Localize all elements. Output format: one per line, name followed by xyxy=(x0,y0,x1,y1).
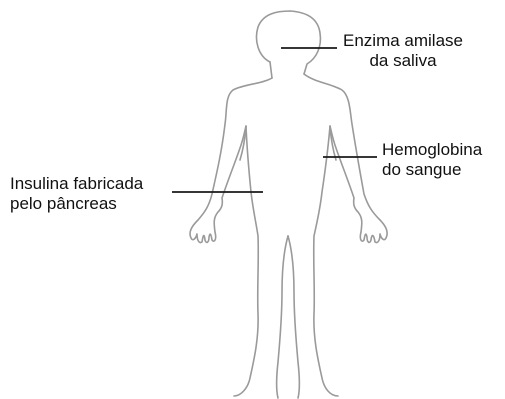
label-enzyme-line2: da saliva xyxy=(343,51,463,71)
left-body-side xyxy=(190,78,272,396)
head-outline xyxy=(257,11,321,74)
left-inner-leg xyxy=(277,236,289,398)
right-inner-leg xyxy=(288,236,300,398)
label-hemoglobin-line2: do sangue xyxy=(382,160,482,180)
label-enzyme-line1: Enzima amilase xyxy=(343,31,463,51)
neck-left xyxy=(270,62,272,78)
label-insulin-line1: Insulina fabricada xyxy=(10,174,143,194)
label-hemoglobin: Hemoglobina do sangue xyxy=(382,140,482,180)
label-hemoglobin-line1: Hemoglobina xyxy=(382,140,482,160)
label-insulin: Insulina fabricada pelo pâncreas xyxy=(10,174,143,214)
label-enzyme: Enzima amilase da saliva xyxy=(343,31,463,71)
right-body-side xyxy=(304,74,387,396)
label-insulin-line2: pelo pâncreas xyxy=(10,194,143,214)
